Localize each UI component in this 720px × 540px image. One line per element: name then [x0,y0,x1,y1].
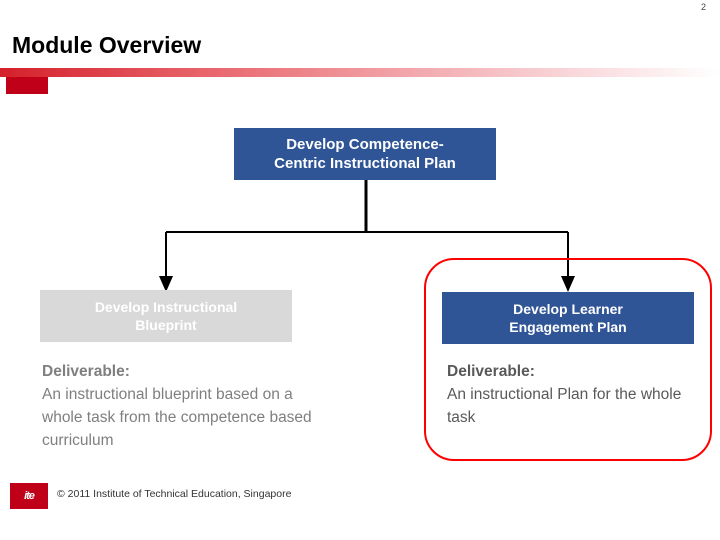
node-top-line1: Develop Competence- [286,136,444,153]
deliverable-left: Deliverable: An instructional blueprint … [42,360,312,452]
deliverable-left-body: An instructional blueprint based on a wh… [42,386,312,449]
node-develop-competence-centric-instructional-plan: Develop Competence- Centric Instructiona… [234,128,496,180]
page-title: Module Overview [12,32,202,58]
node-develop-instructional-blueprint: Develop Instructional Blueprint [40,290,292,342]
ite-logo-text: ite [24,490,35,502]
deliverable-right: Deliverable: An instructional Plan for t… [447,360,707,429]
node-right-line1: Develop Learner [513,301,623,317]
node-left-line2: Blueprint [135,317,197,333]
deliverable-right-body: An instructional Plan for the whole task [447,386,682,426]
highlight-callout-outline [424,258,712,461]
title-divider-rule [0,68,720,77]
copyright-text: © 2011 Institute of Technical Education,… [57,488,292,500]
title-accent-block [6,77,48,94]
deliverable-right-heading: Deliverable: [447,363,535,380]
deliverable-left-heading: Deliverable: [42,363,130,380]
node-develop-learner-engagement-plan: Develop Learner Engagement Plan [442,292,694,344]
node-top-line2: Centric Instructional Plan [274,155,456,172]
page-number: 2 [700,2,706,12]
node-left-line1: Develop Instructional [94,299,238,315]
ite-logo: ite [10,483,48,509]
node-right-line2: Engagement Plan [509,319,627,335]
